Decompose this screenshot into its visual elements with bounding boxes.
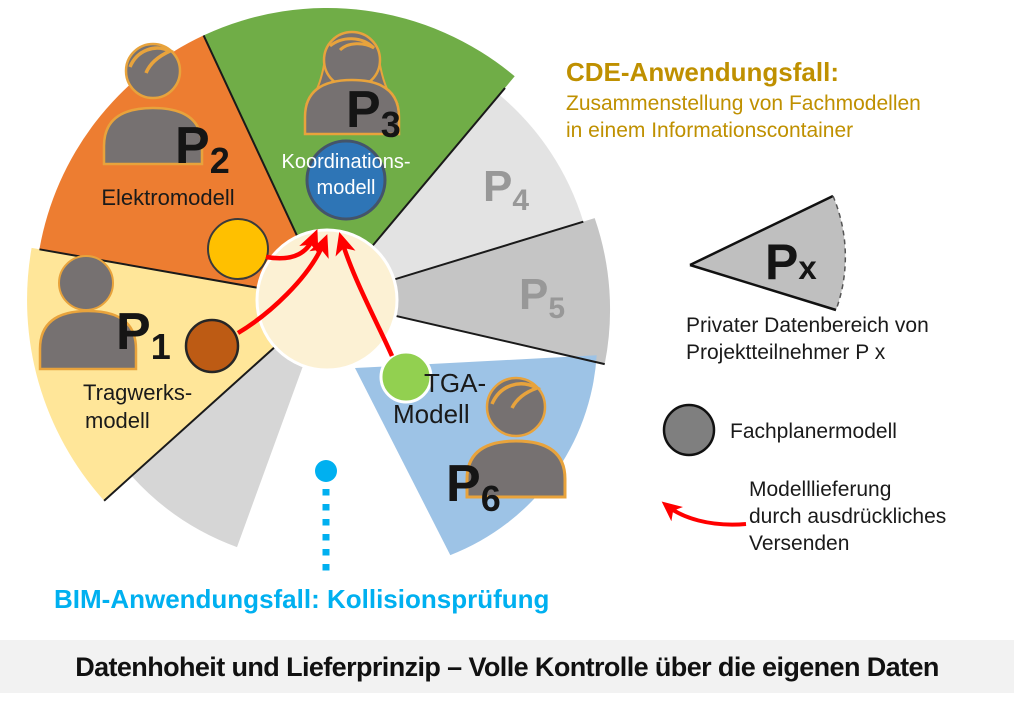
bim-caption-text: BIM-Anwendungsfall: Kollisionsprüfung: [54, 584, 549, 614]
legend-wedge-caption-line2: Projektteilnehmer P x: [686, 341, 886, 364]
p1-head: [58, 255, 114, 311]
title-banner-bg: [0, 640, 1014, 693]
legend-circle-caption: Fachplanermodell: [730, 420, 897, 443]
label-p1: P1: [116, 303, 171, 367]
cde-line2: in einem Informationscontainer: [566, 119, 853, 142]
caption-koordinationsmodell-line1: Koordinations-: [282, 151, 411, 173]
person-icon-p2: [102, 42, 204, 166]
bim-note: BIM-Anwendungsfall: Kollisionsprüfung: [54, 460, 549, 614]
label-p4: P4: [483, 162, 529, 217]
elektromodell-circle: [207, 218, 269, 280]
sector-p5-wedge: [327, 218, 611, 365]
caption-tga-line2: Modell: [393, 399, 470, 429]
legend-wedge-edge-top: [689, 194, 834, 267]
arrow-tragwerk-to-koordination: [236, 234, 329, 335]
sector-unassigned-wedge: [131, 300, 327, 548]
legend-arrow-caption-line1: Modelllieferung: [749, 478, 891, 501]
p3-hair-swoosh-icon: [329, 37, 376, 52]
legend-wedge-caption-line1: Privater Datenbereich von: [686, 314, 929, 337]
cde-line1: Zusammenstellung von Fachmodellen: [566, 92, 921, 115]
label-p6: P6: [446, 455, 501, 519]
process-pie: P2 P3 P1 P6 P4 P5 Elektromodell Koordina…: [27, 8, 611, 556]
legend-arrow-caption-line2: durch ausdrückliches: [749, 505, 946, 528]
p6-hair-swoosh-icon: [490, 382, 542, 409]
tragwerksmodell-circle: [184, 318, 240, 374]
sector-p4-wedge: [327, 94, 584, 300]
legend-red-arrow: [661, 501, 747, 527]
legend-wedge-arc: [832, 195, 847, 311]
label-p3: P3: [346, 81, 401, 145]
caption-elektromodell: Elektromodell: [101, 185, 234, 210]
legend-arrow-caption-line3: Versenden: [749, 532, 849, 555]
cde-heading: CDE-Anwendungsfall:: [566, 57, 839, 87]
arrow-tga-to-koordination: [335, 231, 395, 357]
delivery-arrows: [236, 229, 395, 357]
p1-body: [38, 309, 138, 371]
legend-wedge-shape: [690, 196, 846, 310]
label-p5: P5: [519, 270, 565, 325]
p2-head: [124, 42, 182, 100]
caption-tragwerksmodell-line2: modell: [85, 408, 150, 433]
caption-tga-line1: TGA-: [424, 368, 486, 398]
legend-wedge-edge-bottom: [689, 263, 837, 312]
koordinationsmodell-circle: [305, 139, 387, 221]
information-container-circle: [255, 228, 399, 372]
p3-body: [303, 78, 401, 136]
legend-px-label: Px: [765, 234, 817, 290]
p6-body: [465, 439, 567, 499]
person-icon-p1: [38, 255, 138, 371]
title-banner-text: Datenhoheit und Lieferprinzip – Volle Ko…: [75, 652, 939, 682]
caption-tragwerksmodell-line1: Tragwerks-: [83, 380, 192, 405]
title-banner: Datenhoheit und Lieferprinzip – Volle Ko…: [0, 640, 1014, 693]
cde-note: CDE-Anwendungsfall: Zusammenstellung von…: [566, 57, 921, 142]
caption-koordinationsmodell-line2: modell: [317, 177, 376, 199]
p2-hair-swoosh-icon: [128, 46, 175, 74]
person-icon-p3: [303, 30, 401, 136]
label-p2: P2: [175, 117, 230, 181]
legend: Px Privater Datenbereich von Projektteil…: [661, 194, 946, 555]
bim-pointer-dot: [315, 460, 337, 482]
person-icon-p6: [465, 376, 567, 499]
p2-body: [102, 106, 204, 166]
legend-model-circle: [662, 403, 716, 457]
tga-modell-circle: [379, 350, 433, 404]
